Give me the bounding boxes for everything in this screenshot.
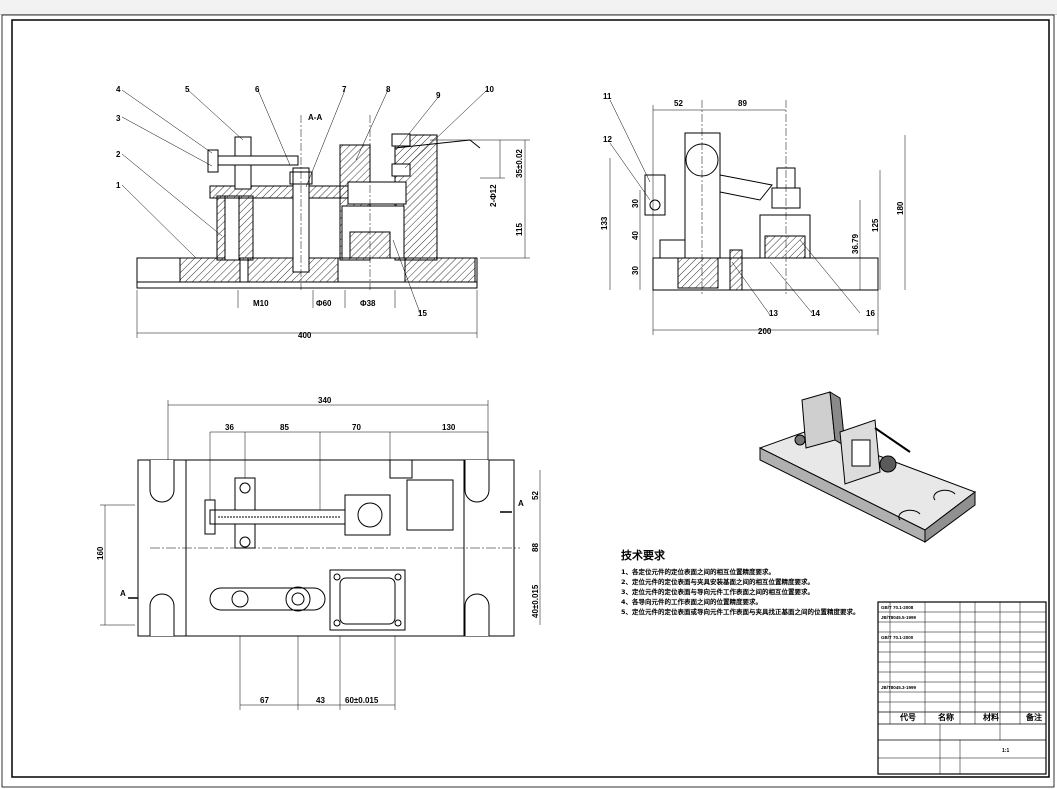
dim-89: 89 — [738, 99, 747, 108]
col-code: 代号 — [899, 712, 916, 722]
tech-req-item: 3、定位元件的定位表面与导向元件工作表面之间的相互位置要求。 — [621, 588, 815, 596]
dim-60: 60±0.015 — [345, 696, 379, 705]
balloon-15: 15 — [418, 309, 427, 318]
dim-width-400: 400 — [298, 331, 312, 340]
dim-30a: 30 — [631, 199, 640, 208]
outer-border — [1, 14, 1055, 788]
balloon-16: 16 — [866, 309, 875, 318]
inner-border — [11, 19, 1050, 778]
dim-35: 35±0.02 — [515, 149, 524, 178]
dim-m10: M10 — [253, 299, 269, 308]
tech-req-item: 1、各定位元件的定位表面之间的相互位置精度要求。 — [621, 568, 776, 576]
tech-req-item: 4、各导向元件的工作表面之间的位置精度要求。 — [621, 598, 763, 606]
balloon-11: 11 — [603, 92, 612, 101]
dim-125: 125 — [871, 218, 880, 232]
balloon-4: 4 — [116, 85, 121, 94]
section-mark-left: A — [120, 589, 126, 598]
dim-52: 52 — [674, 99, 683, 108]
window-top-bar — [0, 0, 1057, 15]
balloon-5: 5 — [185, 85, 190, 94]
top-view-labels: 340 36 85 70 130 67 43 60±0.015 160 52 8… — [96, 396, 540, 705]
dim-160: 160 — [96, 546, 105, 560]
dim-130: 130 — [442, 423, 456, 432]
dim-d60: Φ60 — [316, 299, 332, 308]
top-view — [100, 400, 541, 710]
title-block-text: GB/T 70.1-2008 JB/T8045.5-1999 GB/T 70.1… — [881, 605, 1042, 754]
dim-43: 43 — [316, 696, 325, 705]
dim-340: 340 — [318, 396, 332, 405]
part-code-1: JB/T8045.5-1999 — [881, 615, 917, 620]
dim-133: 133 — [600, 216, 609, 230]
balloon-1: 1 — [116, 181, 121, 190]
dim-70: 70 — [352, 423, 361, 432]
tech-req-title: 技术要求 — [621, 549, 665, 562]
balloon-3: 3 — [116, 114, 121, 123]
scale-value: 1:1 — [1002, 748, 1009, 754]
balloon-13: 13 — [769, 309, 778, 318]
dim-88: 88 — [531, 543, 540, 552]
title-block — [877, 601, 1047, 775]
tech-req-item: 2、定位元件的定位表面与夹具安装基面之间的相互位置精度要求。 — [621, 578, 815, 586]
dim-30b: 30 — [631, 266, 640, 275]
dim-52-top: 52 — [531, 491, 540, 500]
balloon-6: 6 — [255, 85, 260, 94]
tech-req-item: 5、定位元件的定位表面或导向元件工作表面与夹具找正基面之间的位置精度要求。 — [621, 608, 860, 616]
dim-67: 67 — [260, 696, 269, 705]
side-view-labels: 11 12 13 14 16 52 89 200 133 30 40 30 18… — [600, 92, 905, 336]
side-view — [609, 99, 906, 335]
front-view — [121, 89, 530, 338]
col-material: 材料 — [983, 712, 999, 722]
tech-req-list: 1、各定位元件的定位表面之间的相互位置精度要求。 2、定位元件的定位表面与夹具安… — [621, 567, 860, 617]
part-code-3: GB/T 70.1-2000 — [881, 635, 914, 640]
front-view-labels: 4 3 2 1 5 6 7 8 9 10 15 A-A 400 M10 Φ60 … — [116, 85, 524, 340]
balloon-14: 14 — [811, 309, 820, 318]
balloon-12: 12 — [603, 135, 612, 144]
dim-40-top: 40±0.015 — [531, 584, 540, 618]
part-code-7: JB/T8045.3-1999 — [881, 685, 917, 690]
dim-180: 180 — [896, 201, 905, 215]
balloon-9: 9 — [436, 91, 441, 100]
dim-d38: Φ38 — [360, 299, 376, 308]
dim-40: 40 — [631, 231, 640, 240]
dim-36-79: 36.79 — [851, 233, 860, 254]
section-mark-right: A — [518, 499, 524, 508]
col-note: 备注 — [1025, 712, 1042, 722]
dim-36: 36 — [225, 423, 234, 432]
part-code-0: GB/T 70.1-2008 — [881, 605, 914, 610]
dim-height-115: 115 — [515, 223, 524, 236]
dim-85: 85 — [280, 423, 289, 432]
balloon-2: 2 — [116, 150, 121, 159]
section-label: A-A — [308, 113, 322, 122]
dim-200: 200 — [758, 327, 772, 336]
isometric-view — [758, 391, 977, 543]
balloon-10: 10 — [485, 85, 494, 94]
balloon-8: 8 — [386, 85, 391, 94]
balloon-7: 7 — [342, 85, 347, 94]
dim-holes: 2-Φ12 — [489, 184, 498, 207]
col-name: 名称 — [938, 712, 954, 722]
